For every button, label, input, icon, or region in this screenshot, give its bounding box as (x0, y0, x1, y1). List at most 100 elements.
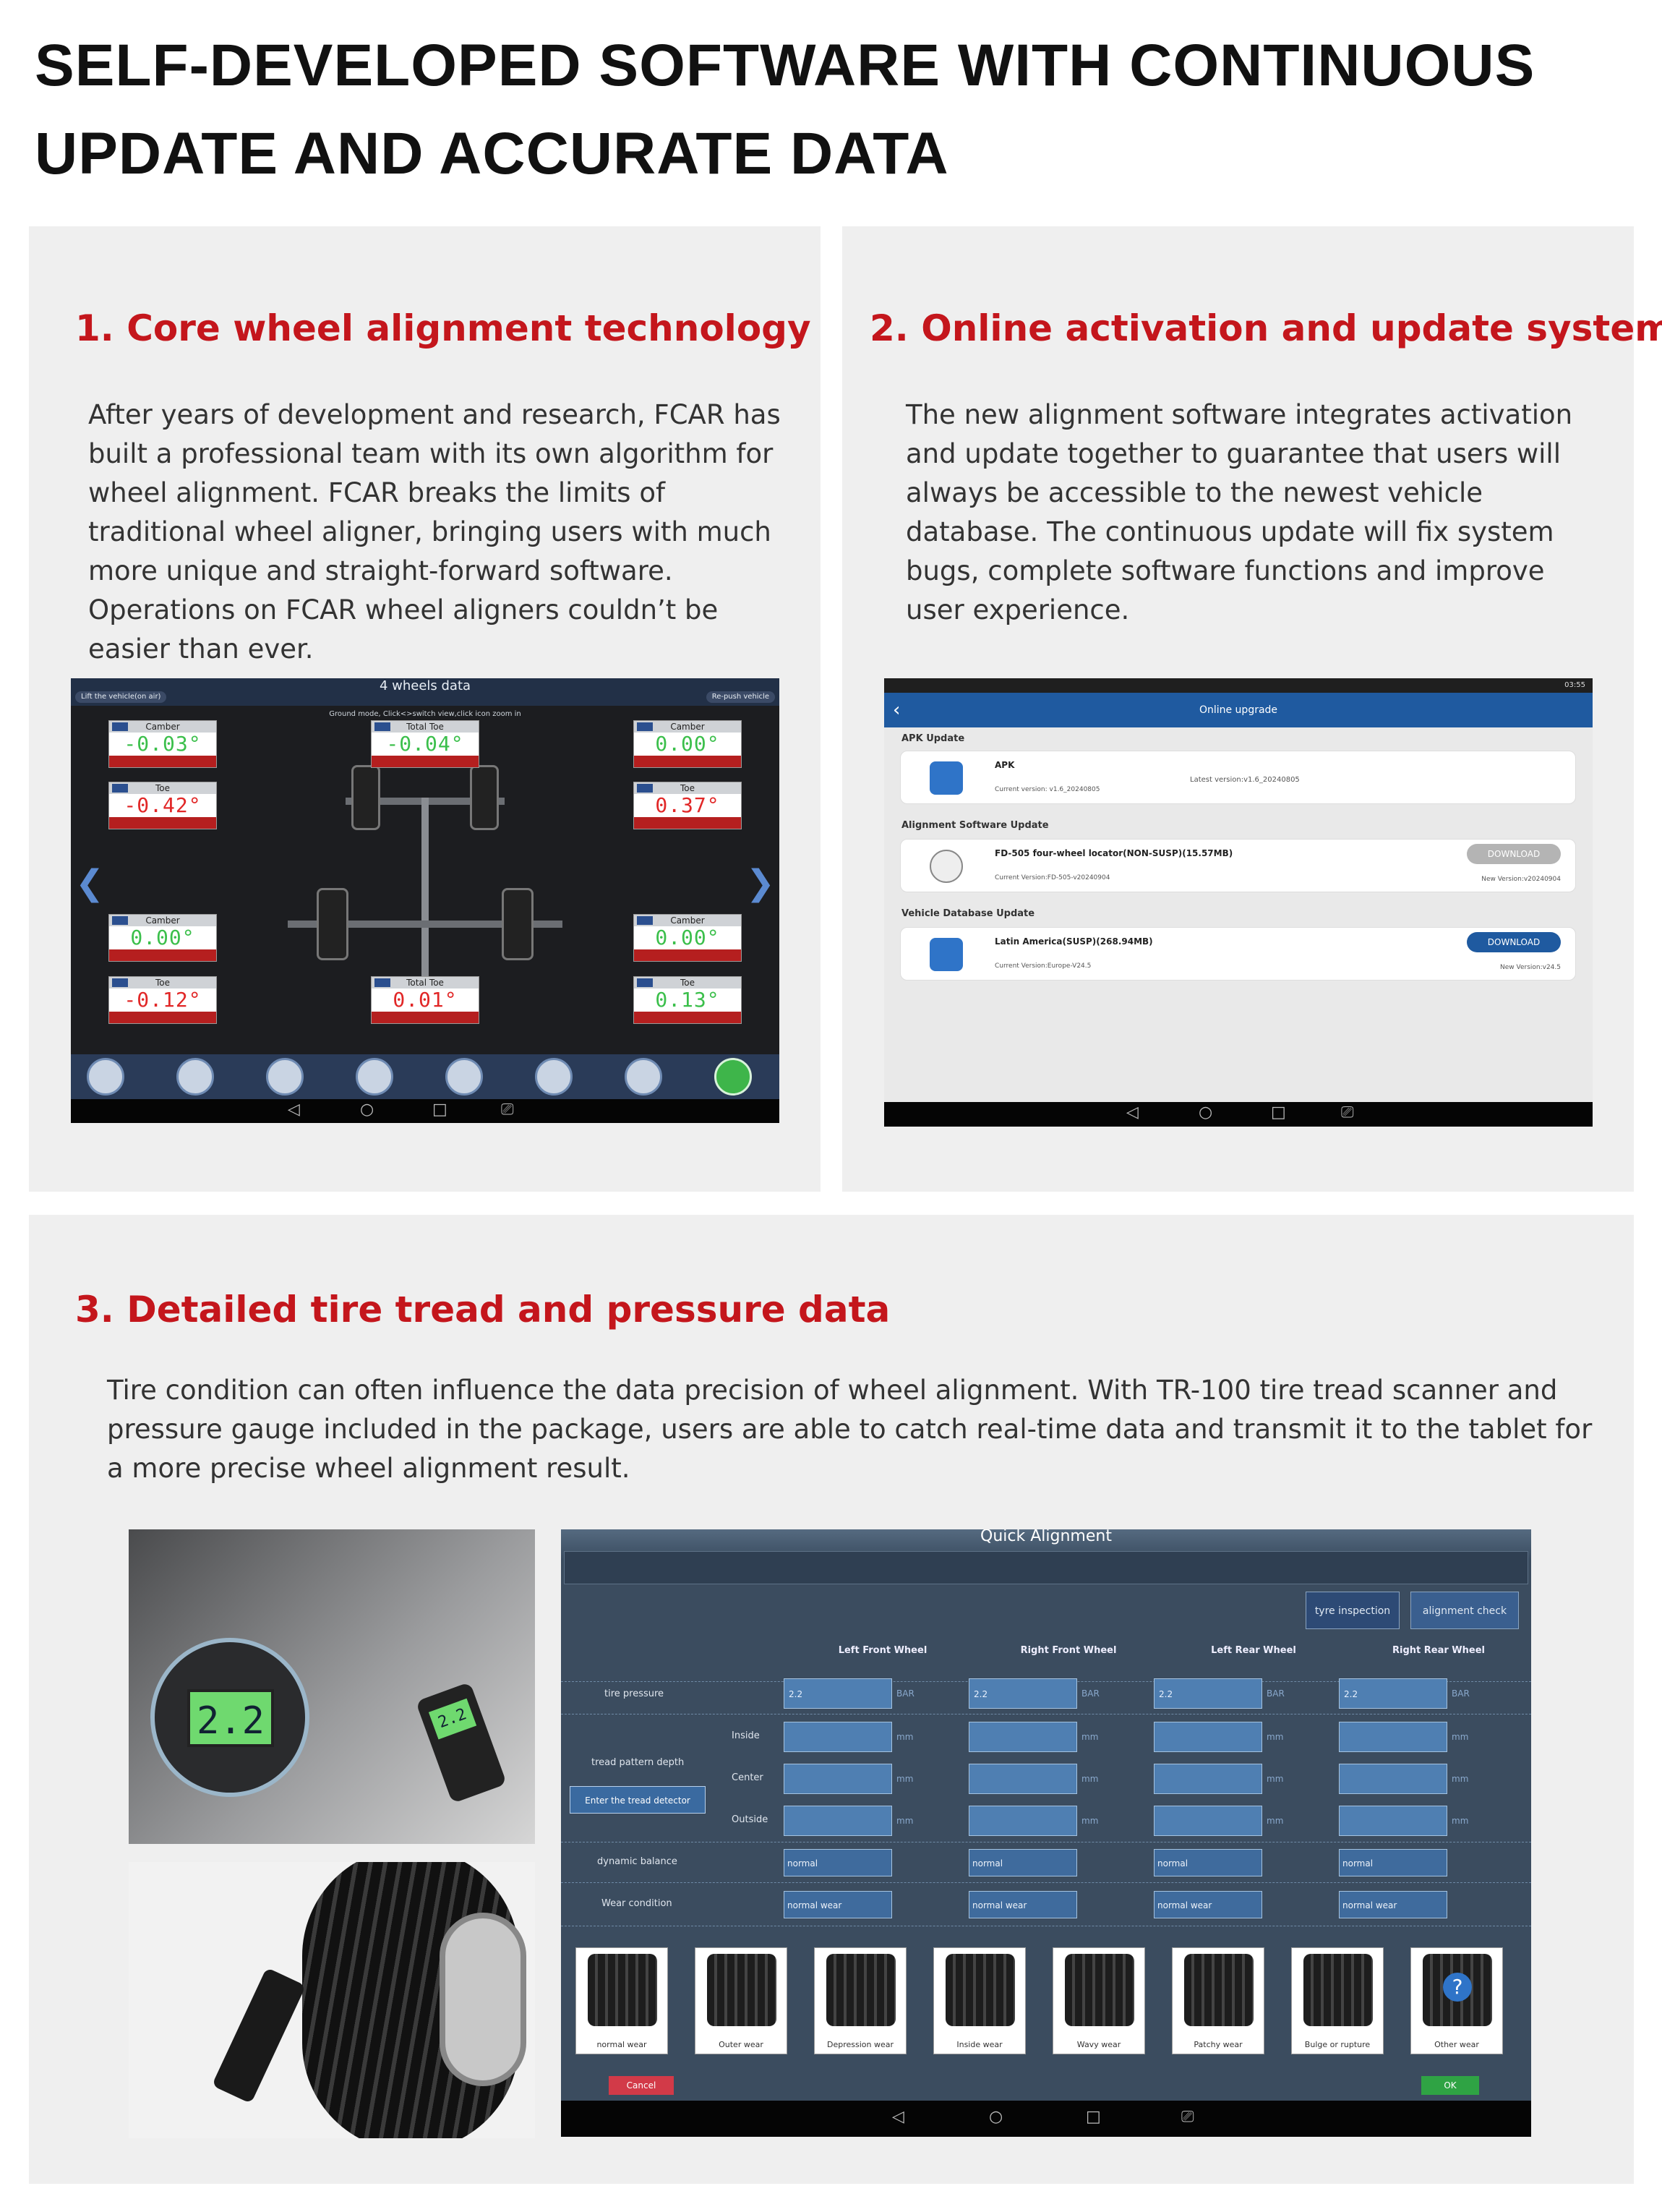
steering-wheel-icon[interactable] (87, 1058, 124, 1096)
tire-bulge-rupture[interactable]: Bulge or rupture (1291, 1947, 1384, 2054)
rr-wear-select[interactable]: normal wear (1339, 1891, 1447, 1918)
tire-outer-wear[interactable]: Outer wear (695, 1947, 787, 2054)
apk-card[interactable]: APK Current version: v1.6_20240805 Lates… (900, 751, 1576, 804)
chevron-left-icon[interactable]: ❮ (75, 863, 105, 903)
lift-vehicle-button[interactable]: Lift the vehicle(on air) (75, 691, 167, 703)
quick-alignment-screen: Quick Alignment tyre inspection alignmen… (561, 1529, 1531, 2137)
tire-inside-wear[interactable]: Inside wear (933, 1947, 1026, 2054)
check-icon[interactable] (714, 1058, 752, 1096)
home-icon[interactable]: ○ (360, 1101, 374, 1119)
row-tire-pressure: tire pressure (604, 1688, 664, 1699)
database-download-button[interactable]: DOWNLOAD (1467, 932, 1561, 952)
screenshot-icon[interactable]: ⎚ (1341, 1103, 1354, 1122)
back-icon[interactable]: ◁ (1126, 1103, 1139, 1122)
lf-balance-select[interactable]: normal (784, 1849, 892, 1876)
fr-toe-box[interactable]: Toe 0.37° (633, 782, 742, 829)
lf-inside-input[interactable] (784, 1722, 892, 1752)
lr-balance-select[interactable]: normal (1154, 1849, 1262, 1876)
alignment-check-button[interactable]: alignment check (1410, 1592, 1519, 1629)
software-download-button[interactable]: DOWNLOAD (1467, 844, 1561, 864)
panel3-heading: 3. Detailed tire tread and pressure data (75, 1289, 891, 1331)
lr-pressure-input[interactable]: 2.2 (1154, 1678, 1262, 1709)
row-dynamic-balance: dynamic balance (597, 1856, 677, 1867)
rl-camber-box[interactable]: Camber 0.00° (108, 914, 217, 962)
database-card[interactable]: Latin America(SUSP)(268.94MB) Current Ve… (900, 927, 1576, 981)
rr-outside-input[interactable] (1339, 1806, 1447, 1836)
rf-outside-input[interactable] (969, 1806, 1077, 1836)
tread-detector-button[interactable]: Enter the tread detector (570, 1786, 706, 1814)
back-arrow-icon[interactable]: ‹ (893, 699, 901, 721)
tire-normal-wear[interactable]: normal wear (575, 1947, 668, 2054)
cancel-button[interactable]: Cancel (609, 2076, 674, 2095)
rr-camber-box[interactable]: Camber 0.00° (633, 914, 742, 962)
lr-center-input[interactable] (1154, 1764, 1262, 1794)
fl-toe-box[interactable]: Toe -0.42° (108, 782, 217, 829)
home-icon[interactable]: ○ (1199, 1103, 1213, 1122)
tire-patchy-wear[interactable]: Patchy wear (1172, 1947, 1264, 2054)
re-push-vehicle-button[interactable]: Re-push vehicle (706, 691, 775, 703)
lift-icon[interactable] (535, 1058, 573, 1096)
lf-outside-input[interactable] (784, 1806, 892, 1836)
front-total-toe-value: -0.04° (372, 733, 479, 756)
tire-depression-wear[interactable]: Depression wear (814, 1947, 907, 2054)
rr-center-input[interactable] (1339, 1764, 1447, 1794)
lf-center-input[interactable] (784, 1764, 892, 1794)
recents-icon[interactable]: □ (1271, 1103, 1286, 1122)
drive-shaft (421, 798, 429, 993)
panel1-heading: 1. Core wheel alignment technology (75, 307, 811, 349)
android-nav-bar: ◁ ○ □ ⎚ (884, 1102, 1593, 1127)
rf-balance-select[interactable]: normal (969, 1849, 1077, 1876)
rl-camber-value: 0.00° (109, 926, 216, 949)
tire-other-wear[interactable]: ?Other wear (1410, 1947, 1503, 2054)
search-car-icon[interactable] (625, 1058, 662, 1096)
rl-toe-box[interactable]: Toe -0.12° (108, 976, 217, 1024)
front-total-toe-box[interactable]: Total Toe -0.04° (371, 720, 479, 768)
adjust-icon[interactable] (445, 1058, 483, 1096)
screen-subtitle: Ground mode, Click<>switch view,click ic… (329, 710, 521, 718)
lf-pressure-input[interactable]: 2.2 (784, 1678, 892, 1709)
rear-axle-icon[interactable] (356, 1058, 393, 1096)
rear-total-toe-box[interactable]: Total Toe 0.01° (371, 976, 479, 1024)
four-wheel-icon[interactable] (176, 1058, 214, 1096)
back-icon[interactable]: ◁ (288, 1101, 300, 1119)
screen-title-bar (564, 1551, 1528, 1584)
wheel-icon (930, 850, 963, 883)
col-left-rear: Left Rear Wheel (1211, 1645, 1296, 1656)
col-right-front: Right Front Wheel (1020, 1645, 1117, 1656)
chevron-right-icon[interactable]: ❯ (745, 863, 775, 903)
back-icon[interactable]: ◁ (892, 2108, 904, 2126)
panel2-body: The new alignment software integrates ac… (906, 399, 1573, 625)
fl-camber-box[interactable]: Camber -0.03° (108, 720, 217, 768)
recents-icon[interactable]: □ (1086, 2108, 1101, 2126)
database-icon (930, 938, 963, 971)
fr-toe-value: 0.37° (634, 794, 741, 817)
rr-pressure-input[interactable]: 2.2 (1339, 1678, 1447, 1709)
ok-button[interactable]: OK (1421, 2076, 1479, 2095)
gauge-zoom-reading: 2.2 (187, 1689, 274, 1747)
recents-icon[interactable]: □ (432, 1101, 447, 1119)
rf-inside-input[interactable] (969, 1722, 1077, 1752)
lr-inside-input[interactable] (1154, 1722, 1262, 1752)
home-icon[interactable]: ○ (989, 2108, 1003, 2126)
page-title: SELF-DEVELOPED SOFTWARE WITH CONTINUOUS … (35, 33, 1535, 187)
tyre-inspection-button[interactable]: tyre inspection (1306, 1592, 1400, 1629)
screenshot-icon[interactable]: ⎚ (501, 1101, 514, 1119)
col-left-front: Left Front Wheel (838, 1645, 928, 1656)
status-time: 03:55 (1564, 681, 1585, 689)
rr-toe-box[interactable]: Toe 0.13° (633, 976, 742, 1024)
rr-balance-select[interactable]: normal (1339, 1849, 1447, 1876)
tire-wavy-wear[interactable]: Wavy wear (1053, 1947, 1145, 2054)
lf-wear-select[interactable]: normal wear (784, 1891, 892, 1918)
fr-camber-box[interactable]: Camber 0.00° (633, 720, 742, 768)
tread-scanner-device (211, 1967, 307, 2104)
lr-outside-input[interactable] (1154, 1806, 1262, 1836)
front-axle-icon[interactable] (266, 1058, 304, 1096)
rf-center-input[interactable] (969, 1764, 1077, 1794)
screenshot-icon[interactable]: ⎚ (1181, 2108, 1194, 2126)
rf-wear-select[interactable]: normal wear (969, 1891, 1077, 1918)
software-card[interactable]: FD-505 four-wheel locator(NON-SUSP)(15.5… (900, 839, 1576, 892)
lr-wear-select[interactable]: normal wear (1154, 1891, 1262, 1918)
rr-inside-input[interactable] (1339, 1722, 1447, 1752)
gauge-zoom-circle: 2.2 (150, 1638, 309, 1797)
rf-pressure-input[interactable]: 2.2 (969, 1678, 1077, 1709)
